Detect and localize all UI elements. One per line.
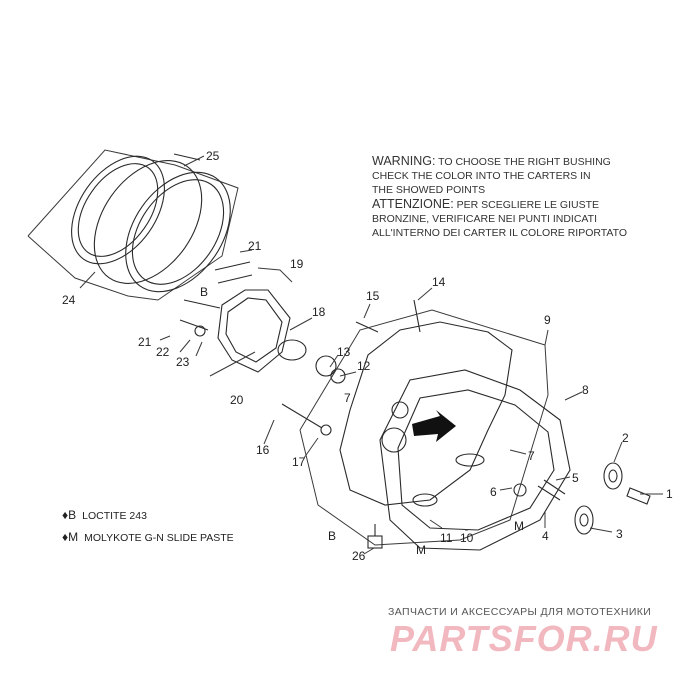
callout-21-bottom: 21 (138, 335, 152, 349)
callout-24: 24 (62, 293, 76, 307)
callout-22: 22 (156, 345, 170, 359)
callout-8: 8 (582, 383, 589, 397)
callout-15: 15 (366, 289, 380, 303)
legend-m-text: MOLYKOTE G-N SLIDE PASTE (84, 532, 234, 544)
watermark-tagline: ЗАПЧАСТИ И АКСЕССУАРЫ ДЛЯ МОТОТЕХНИКИ (388, 606, 652, 618)
callout-1: 1 (666, 487, 673, 501)
warning-line-en-1: TO CHOOSE THE RIGHT BUSHING (438, 156, 611, 168)
callout-13: 13 (337, 345, 351, 359)
callout-25: 25 (206, 149, 220, 163)
callout-26: 26 (352, 549, 366, 563)
callout-16: 16 (256, 443, 270, 457)
callout-10: 10 (460, 531, 474, 545)
callout-14: 14 (432, 275, 446, 289)
callout-2: 2 (622, 431, 629, 445)
callout-21-top: 21 (248, 239, 262, 253)
warning-note: WARNING: TO CHOOSE THE RIGHT BUSHING CHE… (372, 154, 672, 240)
callout-7-left: 7 (344, 391, 351, 405)
warning-line-it-2: BRONZINE, VERIFICARE NEI PUNTI INDICATI (372, 213, 597, 225)
warning-line-it-3: ALL'INTERNO DEI CARTER IL COLORE RIPORTA… (372, 227, 628, 239)
watermark-logo: PARTSFOR.RU (390, 618, 658, 659)
warning-line-it-1: PER SCEGLIERE LE GIUSTE (456, 199, 600, 211)
warning-line-en-2: CHECK THE COLOR INTO THE CARTERS IN (372, 170, 591, 182)
crankcase-halves (299, 309, 571, 551)
callout-11: 11 (440, 531, 453, 545)
marker-b-sensor: B (328, 529, 336, 543)
clutch-cover-assembly (27, 149, 239, 301)
callout-23: 23 (176, 355, 190, 369)
callout-6: 6 (490, 485, 497, 499)
callout-18: 18 (312, 305, 326, 319)
legend-m-symbol: ♦M (62, 530, 79, 544)
marker-m-gear: M (514, 519, 524, 533)
marker-m-case: M (416, 543, 426, 557)
callout-9: 9 (544, 313, 551, 327)
legend-b-symbol: ♦B (62, 508, 77, 522)
legend-b-text: LOCTITE 243 (82, 510, 147, 522)
callout-3: 3 (616, 527, 623, 541)
warning-line-en-3: THE SHOWED POINTS (372, 184, 486, 196)
warning-heading-it: ATTENZIONE: (372, 197, 454, 211)
callout-19: 19 (290, 257, 304, 271)
callout-12: 12 (357, 359, 371, 373)
callout-5: 5 (572, 471, 579, 485)
leader-lines (159, 155, 663, 555)
gear-set (537, 462, 651, 535)
callout-7-right: 7 (528, 449, 535, 463)
warning-heading-en: WARNING: (372, 154, 436, 168)
marker-b-pump: B (200, 285, 208, 299)
legend-molykote: ♦M MOLYKOTE G-N SLIDE PASTE (62, 530, 234, 544)
bolts-and-seals (281, 299, 421, 436)
sensor-26 (367, 524, 383, 549)
callout-20: 20 (230, 393, 244, 407)
water-pump-assembly (179, 261, 307, 377)
callout-4: 4 (542, 529, 549, 543)
callout-17: 17 (292, 455, 306, 469)
callout-numbers: 1 2 3 4 5 6 7 7 8 9 10 11 12 13 14 15 16… (62, 149, 673, 563)
legend-loctite: ♦B LOCTITE 243 (62, 508, 147, 522)
